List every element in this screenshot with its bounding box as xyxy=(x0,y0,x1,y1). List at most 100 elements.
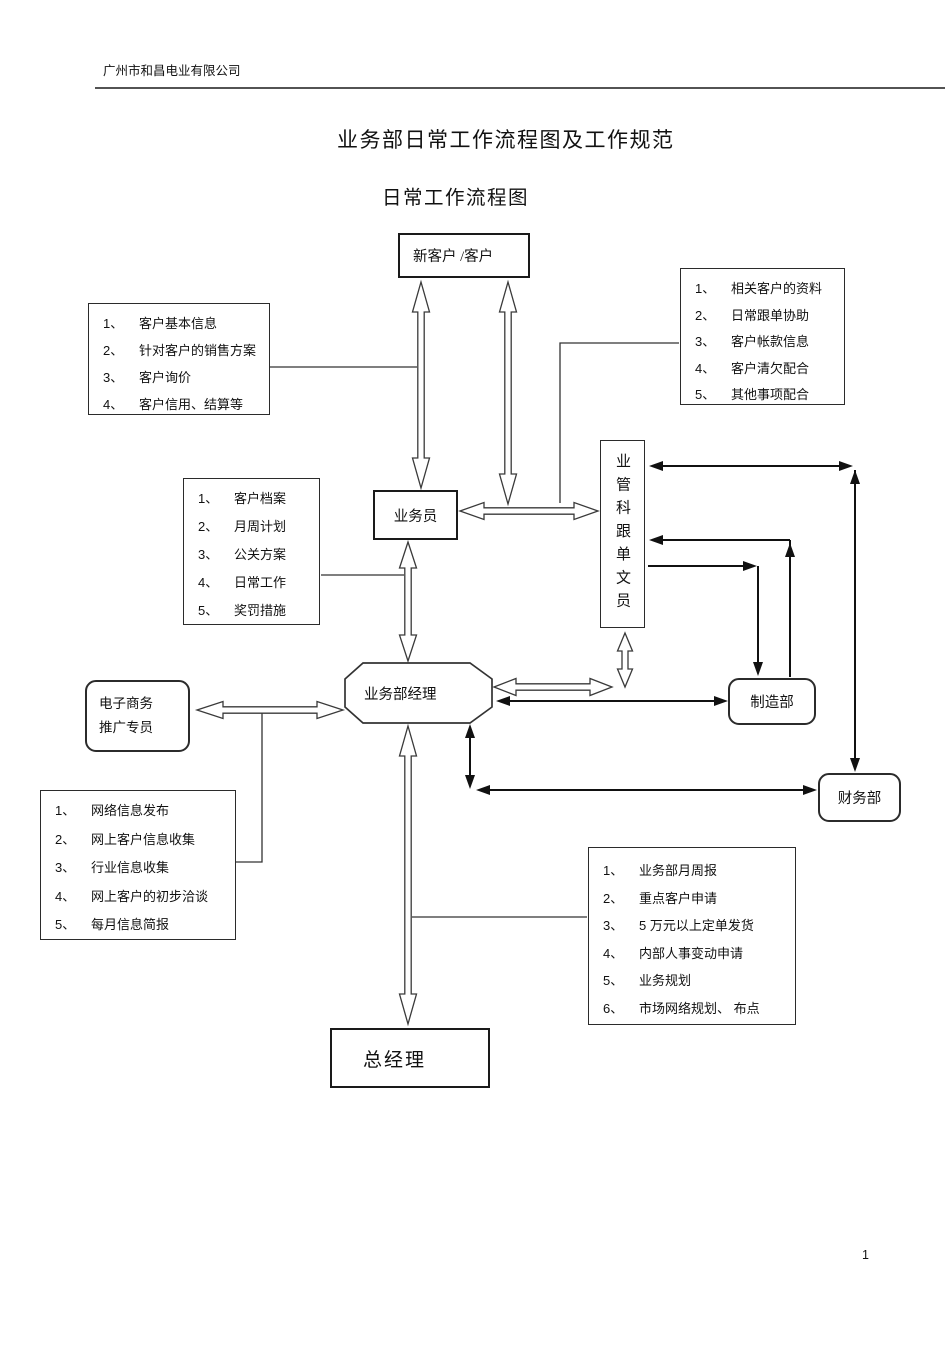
item-number: 1、 xyxy=(603,863,624,878)
item-number: 4、 xyxy=(695,360,716,376)
item-text: 客户档案 xyxy=(234,491,287,506)
node-general-manager: 总经理 xyxy=(330,1028,490,1088)
list-item: 4、 日常工作 xyxy=(198,572,319,600)
item-text: 网上客户信息收集 xyxy=(91,831,196,847)
list-item: 5、 每月信息简报 xyxy=(55,914,235,943)
list-item: 1、 客户档案 xyxy=(198,488,319,516)
item-text: 相关客户的资料 xyxy=(731,281,823,296)
list-item: 1、 相关客户的资料 xyxy=(695,278,844,305)
list-item: 2、 日常跟单协助 xyxy=(695,305,844,332)
item-text: 日常跟单协助 xyxy=(731,307,810,323)
item-number: 4、 xyxy=(198,575,219,590)
list-item: 2、 网上客户信息收集 xyxy=(55,829,235,858)
node-finance: 财务部 xyxy=(818,773,901,822)
item-number: 6、 xyxy=(603,1000,624,1016)
item-text: 客户询价 xyxy=(139,370,192,385)
item-number: 2、 xyxy=(55,831,76,847)
list-item: 2、 月周计划 xyxy=(198,516,319,544)
item-number: 4、 xyxy=(603,945,624,961)
list-item: 3、 客户帐款信息 xyxy=(695,331,844,358)
item-number: 1、 xyxy=(198,491,219,506)
item-text: 月周计划 xyxy=(234,519,287,534)
item-text: 市场网络规划、 布点 xyxy=(639,1000,760,1016)
list-item: 4、 客户清欠配合 xyxy=(695,358,844,385)
item-text: 针对客户的销售方案 xyxy=(139,343,257,358)
item-number: 2、 xyxy=(603,890,624,906)
item-text: 奖罚措施 xyxy=(234,603,287,618)
item-text: 客户帐款信息 xyxy=(731,334,810,349)
node-finance-label: 财务部 xyxy=(837,791,882,807)
list-item: 2、 针对客户的销售方案 xyxy=(103,340,269,367)
item-number: 2、 xyxy=(103,343,124,358)
node-order-clerk-label: 业管科跟单文员 xyxy=(614,452,630,616)
item-number: 3、 xyxy=(103,370,124,385)
item-number: 5、 xyxy=(198,603,219,618)
list-web-tasks: 1、 网络信息发布 2、 网上客户信息收集 3、 行业信息收集 4、 网上客户的… xyxy=(40,790,236,940)
item-text: 其他事项配合 xyxy=(731,387,810,402)
item-text: 业务规划 xyxy=(639,973,692,988)
node-ecommerce-line2: 推广专员 xyxy=(99,720,153,735)
page-number: 1 xyxy=(862,1248,869,1262)
list-item: 1、 业务部月周报 xyxy=(603,860,795,888)
item-number: 3、 xyxy=(695,334,716,349)
node-new-customer: 新客户 /客户 xyxy=(398,233,530,278)
item-number: 5、 xyxy=(695,387,716,402)
node-general-manager-label: 总经理 xyxy=(363,1049,427,1071)
node-manufacturing-label: 制造部 xyxy=(750,695,794,711)
list-gm-approvals: 1、 业务部月周报 2、 重点客户申请 3、 5 万元以上定单发货 4、 内部人… xyxy=(588,847,796,1025)
item-text: 网上客户的初步洽谈 xyxy=(91,888,209,904)
item-text: 重点客户申请 xyxy=(639,890,718,906)
item-text: 客户信用、结算等 xyxy=(139,397,244,412)
list-item: 3、 5 万元以上定单发货 xyxy=(603,915,795,943)
item-text: 客户清欠配合 xyxy=(731,360,810,376)
company-header: 广州市和昌电业有限公司 xyxy=(103,64,241,78)
node-ecommerce: 电子商务 推广专员 xyxy=(85,680,190,752)
item-text: 公关方案 xyxy=(234,547,287,562)
node-manufacturing: 制造部 xyxy=(728,678,816,725)
list-item: 4、 客户信用、结算等 xyxy=(103,394,269,421)
item-text: 每月信息简报 xyxy=(91,917,170,932)
list-item: 1、 网络信息发布 xyxy=(55,800,235,829)
item-number: 1、 xyxy=(695,281,716,296)
page-title: 业务部日常工作流程图及工作规范 xyxy=(337,128,675,152)
item-text: 客户基本信息 xyxy=(139,316,218,331)
item-number: 3、 xyxy=(198,547,219,562)
item-number: 1、 xyxy=(103,316,124,331)
item-text: 行业信息收集 xyxy=(91,860,170,875)
list-item: 5、 奖罚措施 xyxy=(198,600,319,628)
node-salesman: 业务员 xyxy=(373,490,458,540)
list-item: 3、 客户询价 xyxy=(103,367,269,394)
item-number: 5、 xyxy=(55,917,76,932)
item-text: 内部人事变动申请 xyxy=(639,945,744,961)
list-customer-info: 1、 客户基本信息 2、 针对客户的销售方案 3、 客户询价 4、 客户信用、结… xyxy=(88,303,270,415)
list-item: 4、 内部人事变动申请 xyxy=(603,943,795,971)
page-subtitle: 日常工作流程图 xyxy=(382,188,530,209)
node-ecommerce-line1: 电子商务 xyxy=(99,696,153,711)
list-item: 5、 业务规划 xyxy=(603,970,795,998)
item-number: 4、 xyxy=(55,888,76,904)
node-new-customer-label: 新客户 /客户 xyxy=(413,249,494,265)
list-item: 4、 网上客户的初步洽谈 xyxy=(55,886,235,915)
item-text: 日常工作 xyxy=(234,575,287,590)
item-number: 2、 xyxy=(198,519,219,534)
item-number: 3、 xyxy=(55,860,76,875)
item-number: 2、 xyxy=(695,307,716,323)
list-item: 5、 其他事项配合 xyxy=(695,384,844,411)
node-dept-manager: 业务部经理 xyxy=(345,663,492,723)
item-text: 网络信息发布 xyxy=(91,803,170,818)
item-text: 5 万元以上定单发货 xyxy=(639,918,754,933)
node-salesman-label: 业务员 xyxy=(393,508,438,525)
list-item: 6、 市场网络规划、 布点 xyxy=(603,998,795,1026)
list-item: 1、 客户基本信息 xyxy=(103,313,269,340)
list-item: 2、 重点客户申请 xyxy=(603,888,795,916)
list-related-support: 1、 相关客户的资料 2、 日常跟单协助 3、 客户帐款信息 4、 客户清欠配合… xyxy=(680,268,845,405)
item-number: 3、 xyxy=(603,918,624,933)
item-text: 业务部月周报 xyxy=(639,863,718,878)
item-number: 1、 xyxy=(55,803,76,818)
node-order-clerk: 业管科跟单文员 xyxy=(600,440,645,628)
list-item: 3、 公关方案 xyxy=(198,544,319,572)
item-number: 5、 xyxy=(603,973,624,988)
list-salesman-docs: 1、 客户档案 2、 月周计划 3、 公关方案 4、 日常工作 5、 奖罚措施 xyxy=(183,478,320,625)
list-item: 3、 行业信息收集 xyxy=(55,857,235,886)
